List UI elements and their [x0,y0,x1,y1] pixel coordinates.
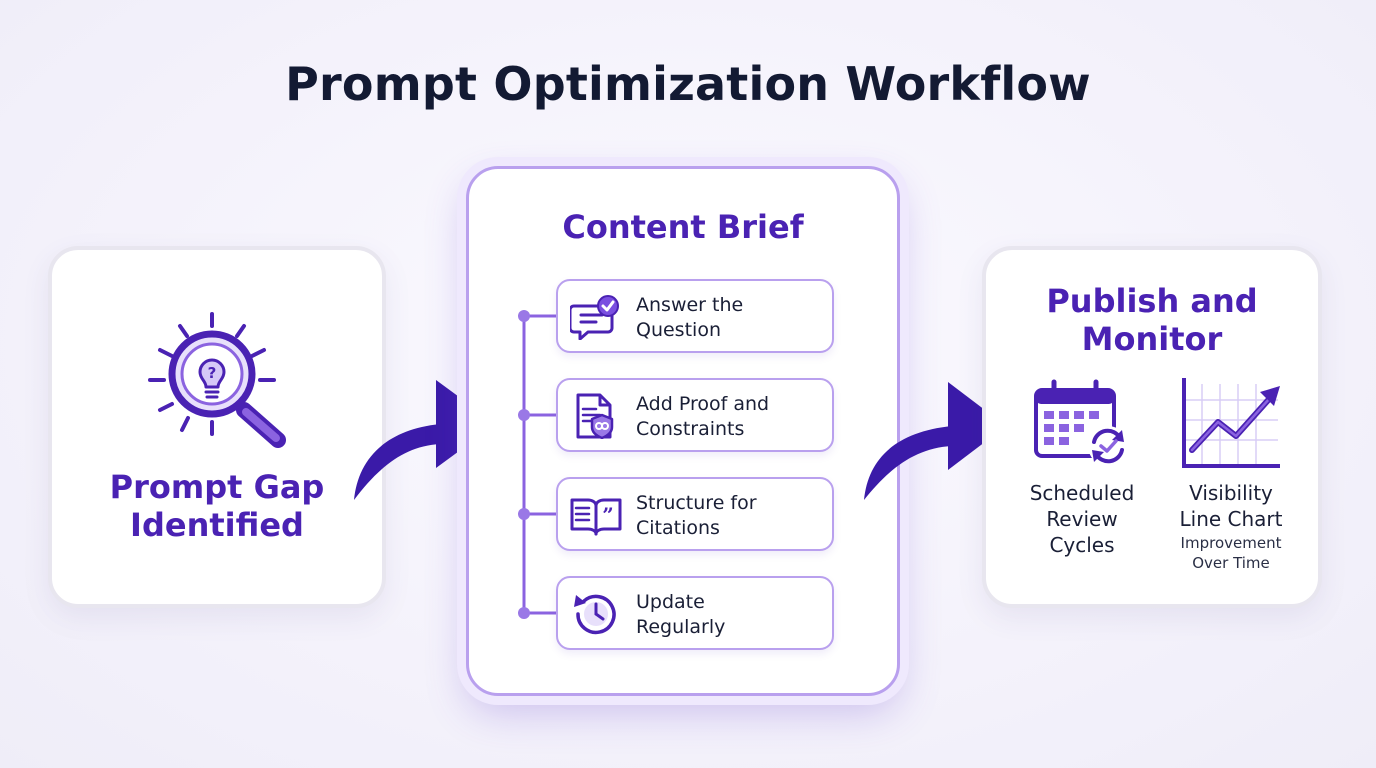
document-shield-link-icon [576,393,614,439]
svg-text:”: ” [602,503,614,527]
open-book-quote-icon: ” [570,498,622,536]
brief-item-add-proof: Add Proof and Constraints [556,378,834,452]
prompt-gap-title: Prompt Gap Identified [109,468,325,545]
timeline-connector [518,310,558,619]
trend-line-chart-icon [1182,378,1280,468]
brief-item-label: Add Proof and Constraints [636,393,770,440]
clock-refresh-icon [574,594,616,635]
brief-item-answer-question: Answer the Question [556,279,834,353]
scheduled-review-label: Scheduled Review Cycles [1029,481,1135,557]
svg-text:?: ? [208,364,217,382]
brief-item-label: Update Regularly [636,591,726,638]
brief-item-structure-citations: ” Structure for Citations [556,477,834,551]
prompt-gap-card [48,246,386,608]
calendar-refresh-icon [1034,379,1128,466]
publish-monitor-title: Publish and Monitor [1046,282,1258,359]
magnifier-lightbulb-question-icon: ? [148,312,286,448]
page-title: Prompt Optimization Workflow [285,57,1091,111]
visibility-chart-sublabel: Improvement Over Time [1180,534,1282,572]
arrow-right-icon [864,382,1006,500]
visibility-chart-label: Visibility Line Chart [1179,481,1283,531]
chat-check-icon [570,295,619,340]
brief-item-update-regularly: Update Regularly [556,576,834,650]
content-brief-title: Content Brief [562,208,804,246]
brief-item-label: Structure for Citations [636,492,757,539]
brief-item-label: Answer the Question [636,294,744,341]
